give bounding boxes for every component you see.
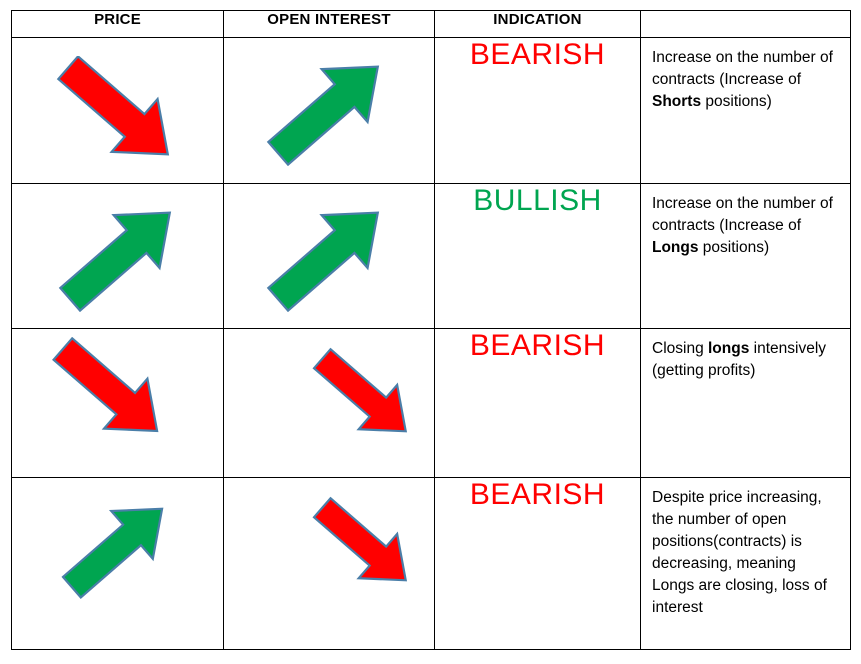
arrow-up-green-icon — [58, 211, 172, 312]
note-text: Despite price increasing, the number of … — [652, 489, 827, 616]
table-body: BEARISH Increase on the number of contra… — [11, 37, 851, 650]
column-header-indication: INDICATION — [434, 10, 641, 38]
note-cell-row2: Increase on the number of contracts (Inc… — [640, 183, 851, 329]
note-cell-row4: Despite price increasing, the number of … — [640, 477, 851, 650]
note-cell-row3: Closing longs intensively (getting profi… — [640, 328, 851, 478]
price-arrow-cell-row4 — [11, 477, 224, 650]
open-interest-arrow-cell-row3 — [223, 328, 435, 478]
note-text: Increase on the number of contracts (Inc… — [652, 49, 833, 110]
header-row: PRICE OPEN INTEREST INDICATION — [11, 10, 851, 38]
indication-badge: BEARISH — [469, 329, 606, 362]
arrow-up-green-icon — [266, 211, 380, 312]
indication-badge: BEARISH — [469, 478, 606, 511]
arrow-down-red-icon — [312, 496, 408, 582]
table-row: BULLISH Increase on the number of contra… — [11, 183, 851, 329]
column-header-open-interest: OPEN INTEREST — [223, 10, 435, 38]
arrow-up-green-icon — [266, 65, 380, 166]
note-cell-row1: Increase on the number of contracts (Inc… — [640, 37, 851, 184]
open-interest-arrow-cell-row2 — [223, 183, 435, 329]
table-row: BEARISH Closing longs intensively (getti… — [11, 328, 851, 478]
arrow-down-red-icon — [52, 337, 159, 433]
table-row: BEARISH Increase on the number of contra… — [11, 37, 851, 184]
open-interest-arrow-cell-row4 — [223, 477, 435, 650]
indication-cell-row4: BEARISH — [434, 477, 641, 650]
indication-badge: BEARISH — [469, 38, 606, 71]
price-arrow-cell-row1 — [11, 37, 224, 184]
arrow-up-green-icon — [61, 507, 164, 599]
open-interest-arrow-cell-row1 — [223, 37, 435, 184]
indication-cell-row2: BULLISH — [434, 183, 641, 329]
arrow-down-red-icon — [56, 56, 170, 156]
indication-badge: BULLISH — [473, 184, 602, 217]
column-header-price: PRICE — [11, 10, 224, 38]
price-open-interest-matrix: PRICE OPEN INTEREST INDICATION — [11, 10, 851, 650]
price-arrow-cell-row3 — [11, 328, 224, 478]
note-text: Increase on the number of contracts (Inc… — [652, 195, 833, 256]
note-text: Closing longs intensively (getting profi… — [652, 340, 827, 379]
column-header-notes — [640, 10, 851, 38]
arrow-down-red-icon — [312, 347, 408, 433]
indication-cell-row1: BEARISH — [434, 37, 641, 184]
table-header: PRICE OPEN INTEREST INDICATION — [11, 10, 851, 38]
indication-cell-row3: BEARISH — [434, 328, 641, 478]
table-row: BEARISH Despite price increasing, the nu… — [11, 477, 851, 650]
price-arrow-cell-row2 — [11, 183, 224, 329]
